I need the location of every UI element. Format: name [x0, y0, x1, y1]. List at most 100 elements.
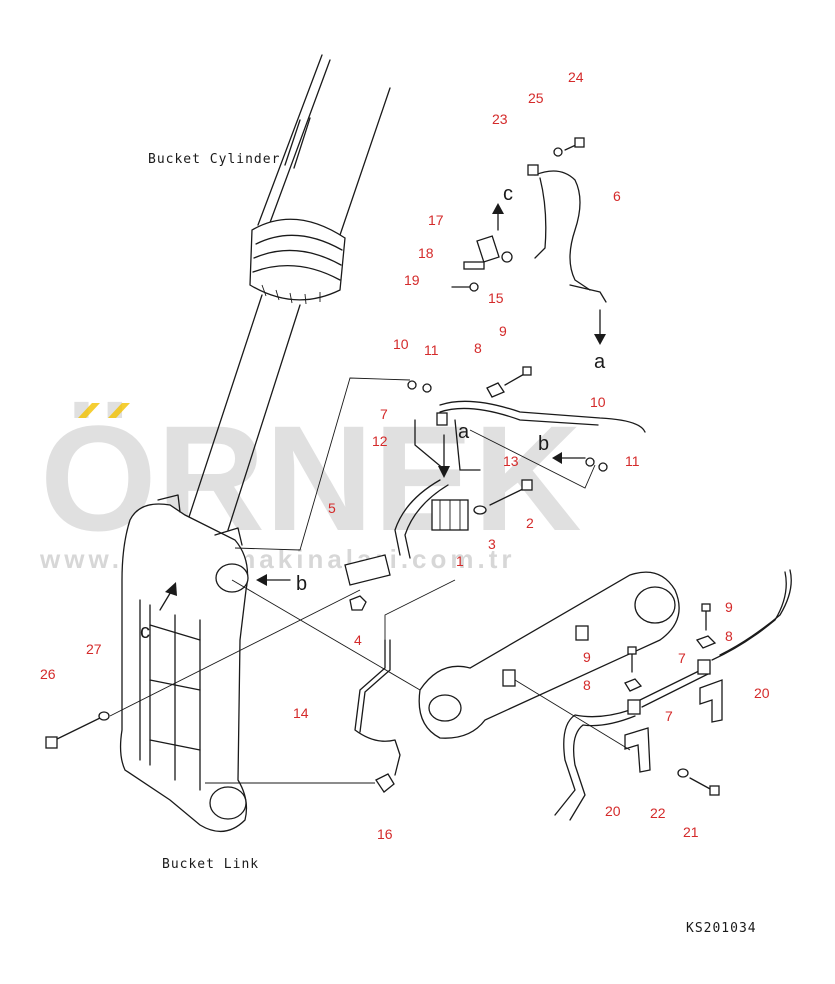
bolt-21-head	[709, 785, 720, 796]
callout: 10	[393, 336, 409, 352]
callout: 1	[456, 553, 464, 569]
bolt-26-head	[45, 736, 58, 749]
plate-8	[624, 678, 643, 692]
watermark-accent-right	[108, 403, 130, 418]
pin-18	[463, 261, 485, 270]
nut-4	[349, 595, 367, 611]
bucket-link-rib	[139, 599, 151, 766]
callout: 26	[40, 666, 56, 682]
hose-lower-right	[719, 569, 792, 656]
washer-25	[553, 147, 563, 157]
bucket-link-rib	[149, 624, 201, 751]
callout: 11	[424, 342, 439, 358]
callout: 12	[372, 433, 388, 449]
cylinder-line	[253, 249, 342, 266]
callout: 7	[665, 708, 673, 724]
callout: 11	[625, 453, 640, 469]
washer-3	[473, 505, 487, 515]
callout: 9	[583, 649, 591, 665]
ref-letter-a-top: a	[594, 351, 606, 373]
cylinder-head	[249, 218, 346, 301]
leader-line	[514, 679, 631, 751]
cylinder-line	[252, 264, 341, 281]
washer-27	[98, 711, 110, 721]
bracket-20	[699, 679, 723, 723]
callout: 10	[590, 394, 606, 410]
bolt-19-head	[469, 282, 479, 292]
ref-letter-b-right: b	[538, 433, 549, 455]
pipe-upper	[439, 407, 599, 426]
callout: 8	[474, 340, 482, 356]
nut-15	[501, 251, 513, 263]
nut-11	[598, 462, 608, 472]
pipe-14	[354, 639, 401, 776]
leader-lines	[109, 377, 631, 784]
callout: 23	[492, 111, 508, 127]
nut-11	[422, 383, 432, 393]
hose-block	[404, 484, 449, 559]
hose-6	[534, 170, 591, 291]
watermark-brand: ÖRNEK	[40, 394, 582, 562]
bolt-9-head	[701, 603, 711, 612]
distribution-block-1	[439, 500, 461, 530]
leader-line	[109, 589, 361, 717]
linkage-arm-body	[418, 571, 680, 739]
bolt-26	[54, 717, 101, 741]
leader-line	[469, 429, 596, 489]
leader-line	[384, 579, 456, 640]
watermark-url: www.orneksmakinalari.com.tr	[39, 544, 516, 574]
linkage-arm-hole-right	[634, 586, 676, 624]
bolt-24-head	[574, 137, 585, 148]
pipe-upper	[439, 400, 646, 433]
cylinder-line	[255, 234, 343, 251]
callout: 18	[418, 245, 434, 261]
arrow-to-b-left-head	[256, 574, 267, 586]
pipe-12	[414, 419, 446, 471]
hose-6-fitting	[569, 284, 607, 303]
nut-10	[407, 380, 417, 390]
callout: 6	[613, 188, 621, 204]
callout: 8	[583, 677, 591, 693]
callout: 7	[678, 650, 686, 666]
arrow-to-c-head	[492, 203, 504, 214]
callout: 15	[488, 290, 504, 306]
hose-lower-right	[554, 709, 631, 816]
leader-line	[234, 377, 411, 551]
bolt-21	[689, 777, 713, 791]
clamp-7	[627, 699, 641, 715]
cylinder-line	[284, 119, 301, 166]
hose-lower-right	[639, 667, 706, 701]
plate-8	[695, 635, 717, 649]
bucket-link-label: Bucket Link	[162, 857, 259, 872]
callout: 21	[683, 824, 699, 840]
bucket-link: Bucket Link	[119, 494, 259, 872]
bolt-2	[489, 487, 526, 506]
callout: 3	[488, 536, 496, 552]
cylinder-line	[293, 117, 311, 169]
cylinder-line	[267, 59, 331, 229]
callout: 5	[328, 500, 336, 516]
ref-letter-b-left: b	[296, 573, 307, 595]
hardware	[45, 137, 723, 796]
bolt-9-head	[522, 366, 532, 376]
callout: 9	[499, 323, 507, 339]
cylinder-bolts	[261, 284, 321, 305]
bucket-link-pin-hole-bottom	[209, 786, 247, 820]
hose-lower-right	[641, 673, 709, 708]
arrow-to-a-head	[594, 334, 606, 345]
cylinder-line	[257, 54, 323, 226]
arrow-c-up-head	[165, 582, 177, 596]
callout: 20	[605, 803, 621, 819]
cylinder-line	[227, 304, 301, 531]
watermark-accent-left	[78, 403, 100, 418]
cylinder-line	[187, 294, 263, 521]
fitting-16	[375, 773, 395, 793]
callout: 24	[568, 69, 584, 85]
cylinder-line	[339, 87, 391, 236]
plate-8	[486, 382, 505, 398]
arrow-a-down-head	[438, 466, 450, 478]
bucket-link-pin-hole-top	[215, 563, 249, 593]
hose-block	[394, 479, 441, 556]
